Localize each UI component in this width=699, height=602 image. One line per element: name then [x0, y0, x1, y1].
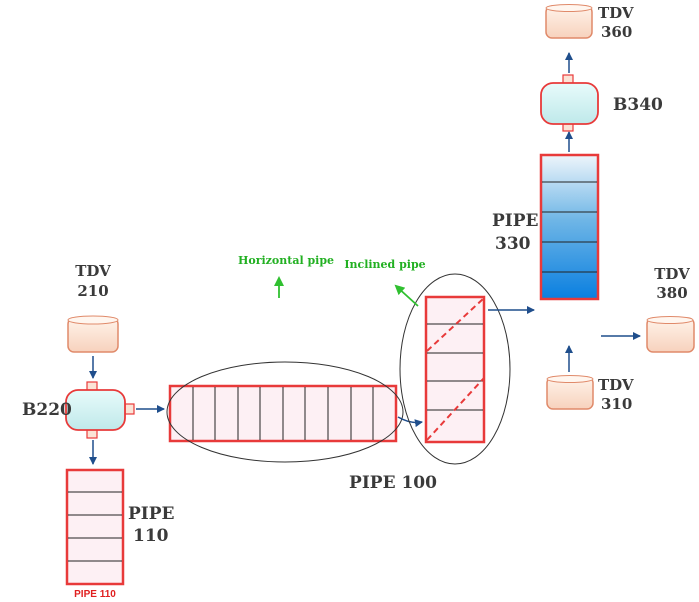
tdv-360-label-line1: TDV	[598, 4, 634, 22]
b220-label: B220	[22, 400, 72, 420]
pipe-330	[539, 153, 600, 301]
tdv-380-label-line2: 380	[656, 284, 687, 302]
pipe-110	[65, 468, 125, 586]
tdv-380-label-line1: TDV	[654, 265, 690, 283]
pipe-110-caption: PIPE 110	[74, 589, 116, 600]
pipe-330-label-line2: 330	[495, 234, 531, 254]
tdv-210-tank	[67, 315, 119, 353]
tdv-310-label-line2: 310	[601, 395, 632, 413]
inclined-pipe-pointer-arrow	[394, 284, 419, 307]
tdv-360-label-line2: 360	[601, 23, 632, 41]
pipe-100-inclined-section	[424, 295, 486, 444]
pipe-330-label-line1: PIPE	[492, 211, 539, 231]
pipe-100-horizontal-section	[168, 384, 398, 443]
tdv-380-tank	[646, 316, 695, 353]
b340-vessel	[540, 74, 599, 132]
pipe-110-label-line1: PIPE	[128, 504, 175, 524]
inclined-pipe-label: Inclined pipe	[344, 258, 425, 271]
horizontal-pipe-highlight-ellipse	[166, 361, 404, 463]
pipe-100-label: PIPE 100	[349, 473, 437, 493]
tdv-210-label-line1: TDV	[75, 262, 111, 280]
inclined-pipe-highlight-ellipse	[399, 273, 511, 465]
tdv-310-tank	[546, 375, 594, 410]
tdv-310-label-line1: TDV	[598, 376, 634, 394]
b340-label: B340	[613, 95, 663, 115]
horizontal-pipe-label: Horizontal pipe	[238, 254, 334, 267]
b220-vessel	[65, 381, 135, 439]
flow-arrow-horizontal-to-inclined	[397, 416, 423, 428]
pipe-110-label-line2: 110	[133, 526, 169, 546]
tdv-360-tank	[545, 4, 593, 39]
tdv-210-label-line2: 210	[77, 282, 108, 300]
